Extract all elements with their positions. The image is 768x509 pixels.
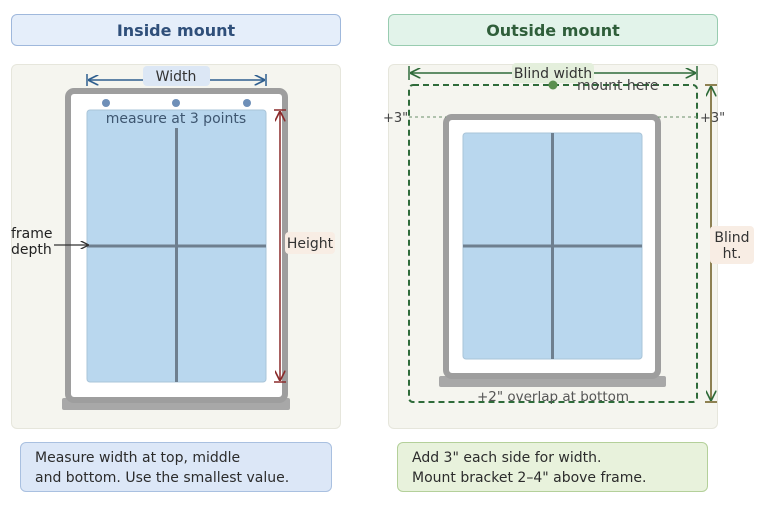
outside-mount-note: Add 3" each side for width. Mount bracke…: [397, 442, 708, 492]
inside-mount-title: Inside mount: [11, 14, 341, 46]
inside-measure-point-middle: [172, 99, 180, 107]
outside-width-label: Blind width: [514, 66, 592, 82]
outside-note-line-1: Add 3" each side for width.: [412, 450, 602, 466]
inside-width-label-bg: [143, 66, 210, 86]
outside-offset-left-label: +3": [383, 111, 408, 126]
inside-note-line-1: Measure width at top, middle: [35, 450, 241, 466]
outside-mount-label: mount here: [577, 78, 658, 94]
inside-frame-depth-label-2: depth: [11, 242, 52, 258]
outside-height-label-1: Blind: [714, 230, 749, 246]
inside-measure-label: measure at 3 points: [106, 111, 246, 127]
inside-frame-depth-label-1: frame: [11, 226, 53, 242]
outside-mount-point: [548, 80, 558, 90]
outside-height-label-2: ht.: [723, 246, 742, 262]
outside-height-label-bg: [710, 226, 754, 264]
outside-window: [439, 114, 666, 387]
inside-measure-point-left: [102, 99, 110, 107]
inside-mount-note: Measure width at top, middle and bottom.…: [20, 442, 332, 492]
outside-overlap-label: +2" overlap at bottom: [477, 389, 629, 405]
inside-height-label: Height: [287, 236, 334, 252]
inside-width-label: Width: [156, 69, 197, 85]
outside-mount-title: Outside mount: [388, 14, 718, 46]
inside-note-line-2: and bottom. Use the smallest value.: [35, 470, 290, 486]
inside-height-label-bg: [285, 232, 335, 254]
outside-width-label-bg: [512, 63, 594, 83]
inside-window: [62, 88, 290, 410]
outside-offset-right-label: +3": [700, 111, 725, 126]
outside-note-line-2: Mount bracket 2–4" above frame.: [412, 470, 647, 486]
inside-measure-point-right: [243, 99, 251, 107]
